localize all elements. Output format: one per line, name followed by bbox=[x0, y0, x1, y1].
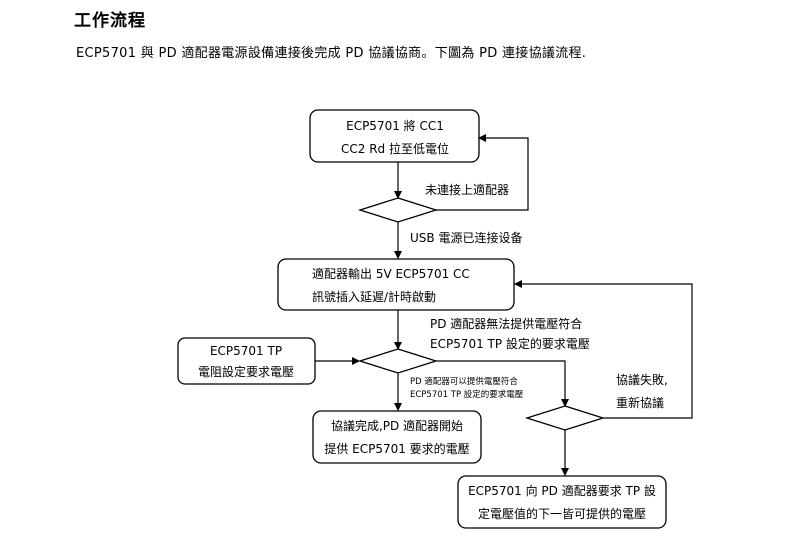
box-negotiation-complete bbox=[312, 410, 482, 464]
box-pull-low-line2: CC2 Rd 拉至低電位 bbox=[341, 141, 449, 156]
label-cannot-provide-line2: ECP5701 TP 設定的要求電壓 bbox=[430, 336, 590, 351]
box-negotiation-complete-line1: 協議完成,PD 適配器開始 bbox=[331, 418, 463, 433]
arrow-retry-negotiation bbox=[514, 280, 693, 419]
label-can-provide-line1: PD 適配器可以提供電壓符合 bbox=[410, 376, 518, 387]
label-cannot-provide-line1: PD 適配器無法提供電壓符合 bbox=[430, 316, 582, 331]
box-pull-low-line1: ECP5701 將 CC1 bbox=[346, 118, 444, 133]
label-fail-line2: 重新協議 bbox=[616, 395, 664, 410]
label-can-provide-line2: ECP5701 TP 設定的要求電壓 bbox=[410, 389, 524, 400]
box-request-next-voltage bbox=[457, 475, 667, 529]
box-request-next-voltage-line1: ECP5701 向 PD 適配器要求 TP 設 bbox=[468, 483, 656, 498]
section-heading: 工作流程 bbox=[74, 11, 146, 31]
label-usb-power: USB 電源已连接设备 bbox=[410, 230, 522, 245]
box-adapter-output-line1: 適配器輸出 5V ECP5701 CC bbox=[312, 266, 470, 281]
label-not-connected: 未連接上適配器 bbox=[425, 182, 509, 197]
label-fail-line1: 協議失敗, bbox=[616, 372, 668, 387]
intro-paragraph: ECP5701 與 PD 適配器電源設備連接後完成 PD 協議協商。下圖為 PD… bbox=[76, 46, 587, 61]
arrow-cannot-provide bbox=[436, 360, 569, 407]
box-negotiation-complete-line2: 提供 ECP5701 要求的電壓 bbox=[324, 441, 469, 456]
decision-adapter-connected bbox=[357, 197, 439, 223]
box-adapter-output-line2: 訊號插入延遲/計時啟動 bbox=[312, 289, 436, 304]
decision-negotiation-result bbox=[524, 405, 606, 431]
decision-voltage-available bbox=[357, 348, 439, 374]
box-request-next-voltage-line2: 定電壓值的下一皆可提供的電壓 bbox=[478, 506, 646, 521]
box-tp-resistor-line2: 電阻設定要求電壓 bbox=[198, 364, 294, 379]
box-tp-resistor-line1: ECP5701 TP bbox=[210, 344, 282, 358]
arrow-not-connected-loop bbox=[436, 134, 529, 211]
